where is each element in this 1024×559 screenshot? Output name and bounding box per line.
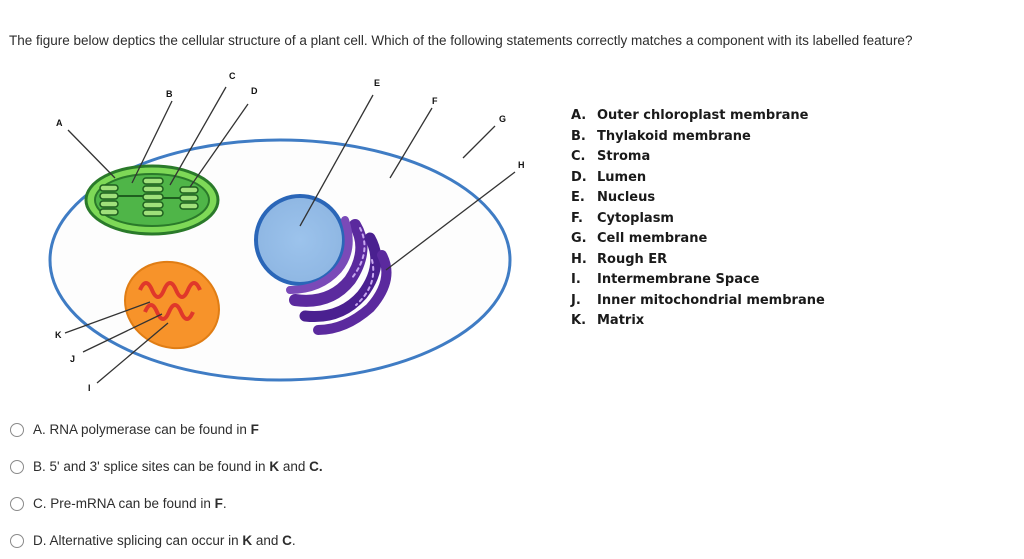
option-a[interactable]: A. RNA polymerase can be found in F: [10, 411, 323, 448]
label-c: C: [229, 71, 236, 81]
legend-item: A.Outer chloroplast membrane: [571, 106, 825, 127]
legend-item: H.Rough ER: [571, 250, 825, 271]
option-c[interactable]: C. Pre-mRNA can be found in F.: [10, 485, 323, 522]
label-f: F: [432, 96, 438, 106]
option-d-radio[interactable]: [10, 534, 24, 548]
option-b-label: B. 5' and 3' splice sites can be found i…: [33, 459, 323, 474]
label-h: H: [518, 160, 525, 170]
label-a: A: [56, 118, 63, 128]
legend-item: K.Matrix: [571, 311, 825, 332]
label-j: J: [70, 354, 75, 364]
legend-item: E.Nucleus: [571, 188, 825, 209]
label-e: E: [374, 78, 380, 88]
option-c-label: C. Pre-mRNA can be found in F.: [33, 496, 227, 511]
option-c-radio[interactable]: [10, 497, 24, 511]
label-g: G: [499, 114, 506, 124]
legend-item: J.Inner mitochondrial membrane: [571, 291, 825, 312]
figure-legend: A.Outer chloroplast membrane B.Thylakoid…: [571, 106, 825, 332]
legend-item: C.Stroma: [571, 147, 825, 168]
answer-options: A. RNA polymerase can be found in F B. 5…: [10, 411, 323, 559]
legend-item: B.Thylakoid membrane: [571, 127, 825, 148]
option-a-label: A. RNA polymerase can be found in F: [33, 422, 259, 437]
option-b-radio[interactable]: [10, 460, 24, 474]
option-a-radio[interactable]: [10, 423, 24, 437]
option-b[interactable]: B. 5' and 3' splice sites can be found i…: [10, 448, 323, 485]
nucleus: [256, 196, 344, 284]
legend-item: D.Lumen: [571, 168, 825, 189]
legend-item: I.Intermembrane Space: [571, 270, 825, 291]
legend-item: F.Cytoplasm: [571, 209, 825, 230]
option-d-label: D. Alternative splicing can occur in K a…: [33, 533, 296, 548]
label-k: K: [55, 330, 62, 340]
label-d: D: [251, 86, 258, 96]
legend-item: G.Cell membrane: [571, 229, 825, 250]
option-d[interactable]: D. Alternative splicing can occur in K a…: [10, 522, 323, 559]
question-text: The figure below deptics the cellular st…: [9, 33, 912, 48]
label-i: I: [88, 383, 91, 393]
label-b: B: [166, 89, 173, 99]
plant-cell-figure: A B C D E F G H I J K: [0, 60, 560, 400]
